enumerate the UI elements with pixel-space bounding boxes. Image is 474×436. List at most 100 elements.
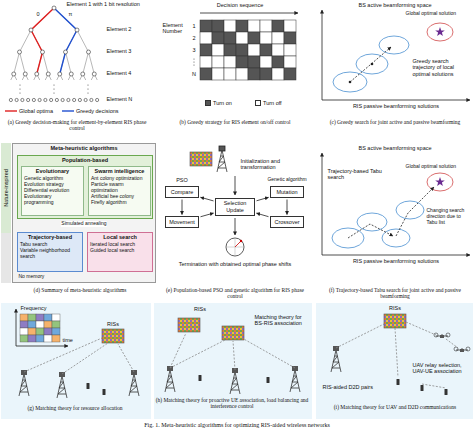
flow-arrow bbox=[182, 200, 183, 215]
resource-allocation bbox=[87, 383, 90, 389]
legend-item: Turn off bbox=[255, 100, 282, 106]
panel-ground bbox=[1, 303, 473, 419]
decision-grid bbox=[272, 20, 284, 32]
decision-grid bbox=[200, 20, 296, 80]
algorithm-flow bbox=[240, 240, 242, 242]
branch-label: 0 bbox=[36, 11, 40, 17]
node-heading: Selection Update bbox=[218, 200, 252, 213]
category-band bbox=[1, 233, 11, 283]
resource-grid bbox=[28, 321, 36, 328]
axis-label: Element Number bbox=[162, 22, 193, 35]
decision-tree bbox=[55, 98, 58, 101]
category-box: Population-basedEvolutionaryGenetic algo… bbox=[17, 155, 153, 219]
resource-grid bbox=[20, 335, 28, 342]
decision-tree bbox=[193, 61, 194, 62]
resource-grid bbox=[36, 335, 44, 342]
decision-tree bbox=[53, 92, 54, 93]
resource-grid bbox=[36, 314, 44, 321]
category-band bbox=[1, 143, 11, 233]
resource-grid bbox=[28, 335, 36, 342]
branch-label: PSO bbox=[176, 177, 189, 183]
decision-tree bbox=[84, 98, 87, 101]
decision-tree bbox=[83, 52, 89, 74]
resource-grid bbox=[52, 321, 60, 328]
panel-caption: (h) Matching theory for proactive UE ass… bbox=[155, 397, 310, 410]
algorithm-flow bbox=[235, 218, 236, 235]
decision-grid bbox=[200, 44, 212, 56]
resource-grid bbox=[20, 328, 28, 335]
resource-allocation bbox=[129, 370, 139, 396]
panel-caption: (e) Population-based PSO and genetic alg… bbox=[160, 287, 311, 300]
decision-tree bbox=[87, 88, 88, 89]
legend-line bbox=[5, 109, 17, 113]
process-box: Crossover bbox=[270, 216, 304, 228]
note: Initialization and transformation bbox=[240, 158, 309, 171]
row-number: N bbox=[192, 71, 197, 77]
panel-ground bbox=[154, 303, 312, 419]
ue-association bbox=[165, 366, 175, 392]
legend-line bbox=[5, 110, 17, 111]
node-item: Guided local search bbox=[90, 247, 150, 253]
ue-association bbox=[222, 326, 244, 340]
element-label: Element 3 bbox=[106, 48, 132, 54]
tabu-space bbox=[322, 153, 470, 255]
resource-allocation bbox=[24, 338, 134, 374]
algorithm-flow bbox=[235, 176, 236, 195]
decision-grid bbox=[272, 56, 284, 68]
algorithm-flow bbox=[226, 238, 244, 256]
branch-label: Genetic algorithm bbox=[267, 177, 307, 183]
resource-grid bbox=[44, 328, 52, 335]
ue-association bbox=[165, 318, 300, 394]
node-item: Evolutionary programming bbox=[24, 193, 81, 205]
flow-arrow bbox=[257, 213, 269, 216]
resource-grid bbox=[28, 328, 36, 335]
tabu-space bbox=[348, 224, 393, 238]
resource-allocation bbox=[57, 372, 67, 398]
note: Changing search direction due to Tabu li… bbox=[426, 208, 473, 225]
decision-tree bbox=[50, 98, 53, 101]
axis-label: Frequency bbox=[20, 305, 47, 311]
decision-tree bbox=[90, 98, 93, 101]
decision-tree bbox=[193, 64, 194, 65]
band-label: No memory bbox=[18, 274, 45, 280]
decision-tree bbox=[12, 72, 16, 76]
flow-arrow bbox=[201, 197, 214, 201]
decision-grid bbox=[224, 44, 236, 56]
decision-tree bbox=[44, 98, 47, 101]
decision-tree bbox=[193, 58, 194, 59]
decision-grid bbox=[200, 20, 212, 32]
decision-tree bbox=[9, 98, 12, 101]
algorithm-list: Trajectory-basedTabu searchVariable neig… bbox=[17, 232, 83, 272]
tabu-space bbox=[322, 153, 323, 255]
decision-tree bbox=[20, 52, 26, 74]
decision-tree bbox=[19, 88, 20, 89]
decision-grid bbox=[224, 68, 236, 80]
resource-grid bbox=[44, 314, 52, 321]
legend-swatch bbox=[205, 100, 211, 106]
decision-tree bbox=[23, 72, 27, 76]
legend-line bbox=[62, 109, 74, 113]
resource-grid bbox=[52, 335, 60, 342]
row-number: 3 bbox=[192, 47, 196, 53]
decision-tree bbox=[61, 98, 64, 101]
decision-grid bbox=[248, 44, 260, 56]
ris-label: RISs bbox=[107, 321, 120, 327]
decision-grid bbox=[200, 68, 212, 80]
ue-association bbox=[230, 368, 240, 394]
legend-item: Global optima bbox=[5, 108, 53, 114]
category-box: Meta-heuristic algorithmsPopulation-base… bbox=[12, 143, 156, 283]
branch-label: π bbox=[68, 11, 73, 17]
resource-grid bbox=[36, 321, 44, 328]
decision-grid bbox=[236, 44, 248, 56]
decision-tree bbox=[87, 50, 91, 54]
band-label: Nature-inspired bbox=[3, 169, 9, 208]
node-item: Evolution strategy bbox=[24, 181, 81, 187]
decision-tree bbox=[46, 72, 50, 76]
legend-text: Greedy decisions bbox=[76, 108, 119, 114]
legend-item: Greedy decisions bbox=[62, 108, 119, 114]
axis-label: RIS passive beamforming solutions bbox=[352, 103, 439, 109]
tabu-space bbox=[357, 213, 387, 231]
element-label: Element N bbox=[106, 96, 133, 102]
